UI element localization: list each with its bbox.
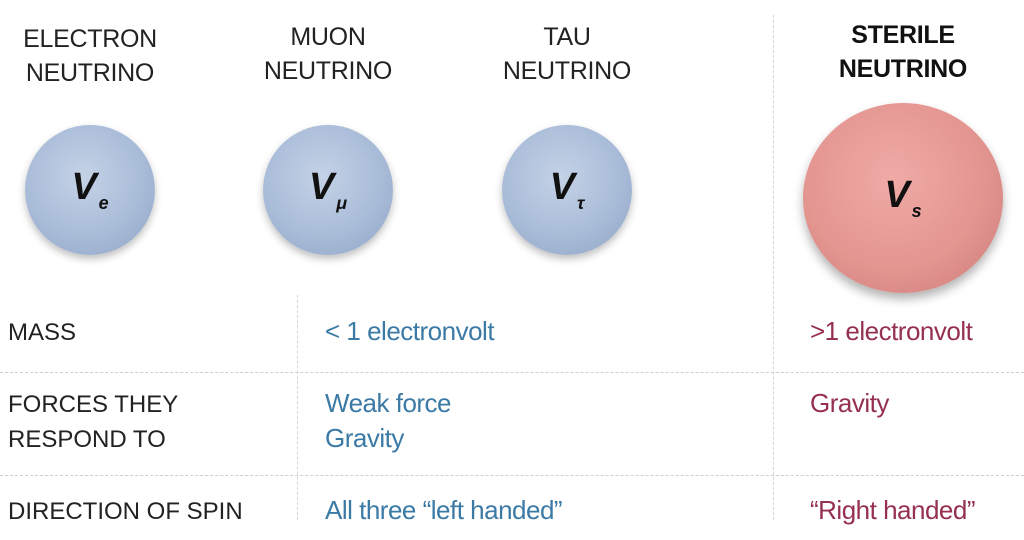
- symbol-subscript: e: [98, 193, 109, 213]
- symbol-base: V: [71, 166, 97, 208]
- row-divider: [0, 372, 1024, 373]
- row-label-mass: MASS: [8, 319, 77, 346]
- header-electron-neutrino: ELECTRON NEUTRINO: [0, 22, 200, 90]
- symbol-base: V: [884, 174, 910, 216]
- label-line: FORCES THEY: [8, 391, 179, 418]
- symbol-base: V: [308, 166, 335, 208]
- mass-standard: < 1 electronvolt: [325, 316, 495, 346]
- header-muon-neutrino: MUON NEUTRINO: [218, 20, 438, 88]
- header-tau-neutrino: TAU NEUTRINO: [457, 20, 677, 88]
- value-line: Weak force: [325, 388, 452, 418]
- spin-sterile: “Right handed”: [810, 495, 976, 525]
- column-divider: [773, 15, 774, 520]
- row-label-forces: FORCES THEY RESPOND TO: [8, 387, 178, 457]
- forces-sterile: Gravity: [810, 388, 889, 418]
- header-line: NEUTRINO: [263, 57, 393, 85]
- header-line: NEUTRINO: [25, 59, 155, 87]
- header-sterile-neutrino: STERILE NEUTRINO: [793, 18, 1013, 86]
- symbol-subscript: τ: [577, 193, 585, 213]
- mass-sterile: >1 electronvolt: [810, 316, 973, 346]
- symbol-subscript: μ: [336, 193, 348, 213]
- header-line: TAU: [543, 23, 591, 51]
- spin-standard: All three “left handed”: [325, 495, 563, 525]
- header-line: ELECTRON: [23, 25, 157, 53]
- header-line: MUON: [290, 23, 366, 51]
- header-line: NEUTRINO: [502, 57, 632, 85]
- row-label-spin: DIRECTION OF SPIN: [8, 498, 243, 525]
- label-line: RESPOND TO: [8, 426, 166, 453]
- header-line: NEUTRINO: [838, 55, 968, 83]
- label-divider: [297, 295, 298, 520]
- row-divider: [0, 475, 1024, 476]
- header-line: STERILE: [851, 21, 955, 49]
- symbol-base: V: [549, 166, 575, 208]
- symbol-subscript: s: [911, 201, 922, 221]
- value-line: Gravity: [325, 423, 404, 453]
